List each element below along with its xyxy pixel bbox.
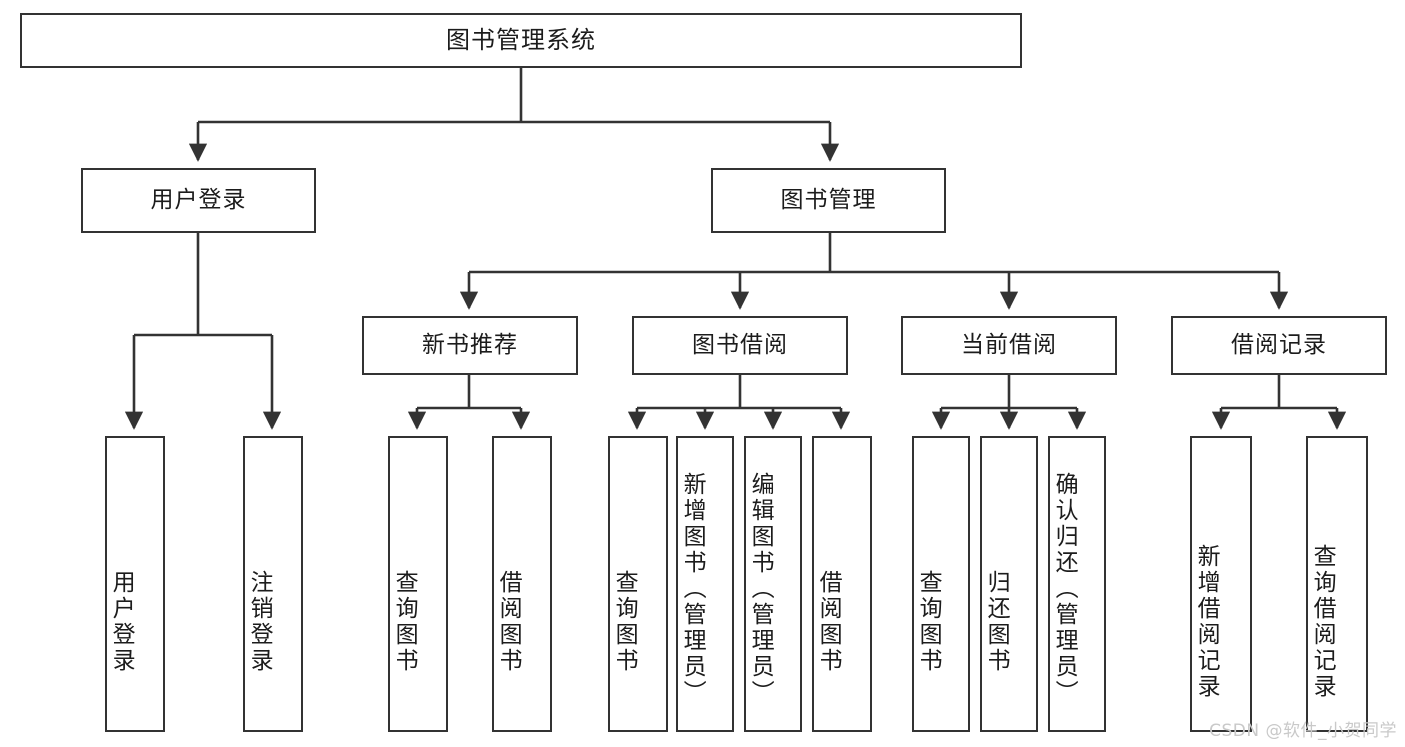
node-new-book-recommend-label: 新书推荐	[422, 331, 518, 358]
node-current-borrow[interactable]: 当前借阅	[901, 316, 1117, 375]
node-leaf-add-book-label: 新增图书（管理员）	[679, 472, 706, 706]
node-leaf-query-book-3-label: 查询图书	[915, 570, 942, 674]
node-root[interactable]: 图书管理系统	[20, 13, 1022, 68]
node-leaf-confirm-return[interactable]: 确认归还（管理员）	[1048, 436, 1106, 732]
node-leaf-user-login-label: 用户登录	[108, 570, 135, 674]
node-leaf-user-logout-label: 注销登录	[246, 570, 273, 674]
node-leaf-borrow-book-1-label: 借阅图书	[495, 570, 522, 674]
node-leaf-query-book-3[interactable]: 查询图书	[912, 436, 970, 732]
node-borrow-record-label: 借阅记录	[1231, 331, 1327, 358]
node-leaf-user-login[interactable]: 用户登录	[105, 436, 165, 732]
node-leaf-borrow-book-1[interactable]: 借阅图书	[492, 436, 552, 732]
node-book-manage[interactable]: 图书管理	[711, 168, 946, 233]
node-user-login-label: 用户登录	[150, 186, 247, 213]
node-user-login[interactable]: 用户登录	[81, 168, 316, 233]
node-leaf-query-record-label: 查询借阅记录	[1309, 544, 1336, 700]
node-leaf-borrow-book-2[interactable]: 借阅图书	[812, 436, 872, 732]
node-leaf-edit-book[interactable]: 编辑图书（管理员）	[744, 436, 802, 732]
node-current-borrow-label: 当前借阅	[961, 331, 1057, 358]
node-leaf-add-record-label: 新增借阅记录	[1193, 544, 1220, 700]
node-book-manage-label: 图书管理	[780, 186, 877, 213]
node-book-borrow-label: 图书借阅	[692, 331, 788, 358]
node-leaf-add-record[interactable]: 新增借阅记录	[1190, 436, 1252, 732]
node-new-book-recommend[interactable]: 新书推荐	[362, 316, 578, 375]
node-leaf-query-record[interactable]: 查询借阅记录	[1306, 436, 1368, 732]
node-root-label: 图书管理系统	[446, 26, 596, 55]
node-leaf-add-book[interactable]: 新增图书（管理员）	[676, 436, 734, 732]
node-leaf-return-book[interactable]: 归还图书	[980, 436, 1038, 732]
node-leaf-borrow-book-2-label: 借阅图书	[815, 570, 842, 674]
node-leaf-confirm-return-label: 确认归还（管理员）	[1051, 472, 1078, 706]
node-leaf-query-book-1[interactable]: 查询图书	[388, 436, 448, 732]
node-leaf-user-logout[interactable]: 注销登录	[243, 436, 303, 732]
node-leaf-edit-book-label: 编辑图书（管理员）	[747, 472, 774, 706]
node-leaf-return-book-label: 归还图书	[983, 570, 1010, 674]
node-borrow-record[interactable]: 借阅记录	[1171, 316, 1387, 375]
node-leaf-query-book-1-label: 查询图书	[391, 570, 418, 674]
node-book-borrow[interactable]: 图书借阅	[632, 316, 848, 375]
watermark: CSDN @软件_小贺同学	[1209, 721, 1397, 741]
node-leaf-query-book-2-label: 查询图书	[611, 570, 638, 674]
node-leaf-query-book-2[interactable]: 查询图书	[608, 436, 668, 732]
